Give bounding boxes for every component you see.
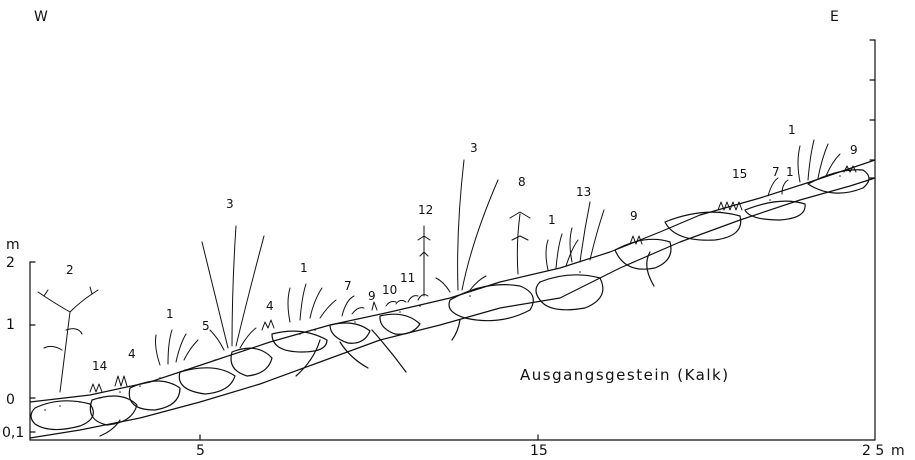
soil-surface — [30, 160, 875, 402]
plant-label: 2 — [66, 264, 74, 276]
plant-label: 9 — [630, 210, 638, 222]
bedrock-cracks — [100, 252, 654, 436]
plant-label: 5 — [202, 320, 210, 332]
plant-label: 14 — [92, 360, 107, 372]
plant-label: 1 — [166, 308, 174, 320]
x-tick-5: 5 — [196, 444, 205, 458]
x-axis — [30, 435, 875, 440]
plant-label: 8 — [518, 176, 526, 188]
x-tick-25: 2 5 — [862, 444, 884, 458]
y-tick-1: 1 — [6, 318, 15, 332]
stones — [31, 170, 869, 430]
plant-label: 1 — [786, 166, 794, 178]
plant-label: 9 — [368, 290, 376, 302]
plant-label: 9 — [850, 144, 858, 156]
plant-label: 10 — [382, 284, 397, 296]
plant-label: 4 — [128, 348, 136, 360]
plant-label: 11 — [400, 272, 415, 284]
plant-label: 3 — [226, 198, 234, 210]
x-axis-unit: m — [891, 444, 905, 458]
plant-label: 15 — [732, 168, 747, 180]
y-tick-0-1: 0,1 — [2, 426, 24, 440]
y-axis — [30, 262, 35, 440]
plant-label: 1 — [548, 214, 556, 226]
bedrock-label: Ausgangsgestein (Kalk) — [520, 368, 730, 383]
plant-label: 1 — [300, 262, 308, 274]
bedrock-outline — [30, 178, 875, 438]
plant-label: 1 — [788, 124, 796, 136]
west-label: W — [34, 10, 48, 24]
plant-label: 7 — [344, 280, 352, 292]
plant-label: 7 — [772, 166, 780, 178]
x-tick-15: 15 — [530, 444, 548, 458]
plant-label: 12 — [418, 204, 433, 216]
y-tick-0: 0 — [6, 393, 15, 407]
east-label: E — [830, 10, 839, 24]
plant-label: 3 — [470, 142, 478, 154]
y-axis-unit: m — [6, 238, 20, 252]
plant-label: 4 — [266, 300, 274, 312]
right-axis — [870, 40, 875, 440]
plant-label: 13 — [576, 186, 591, 198]
y-tick-2: 2 — [6, 256, 15, 270]
